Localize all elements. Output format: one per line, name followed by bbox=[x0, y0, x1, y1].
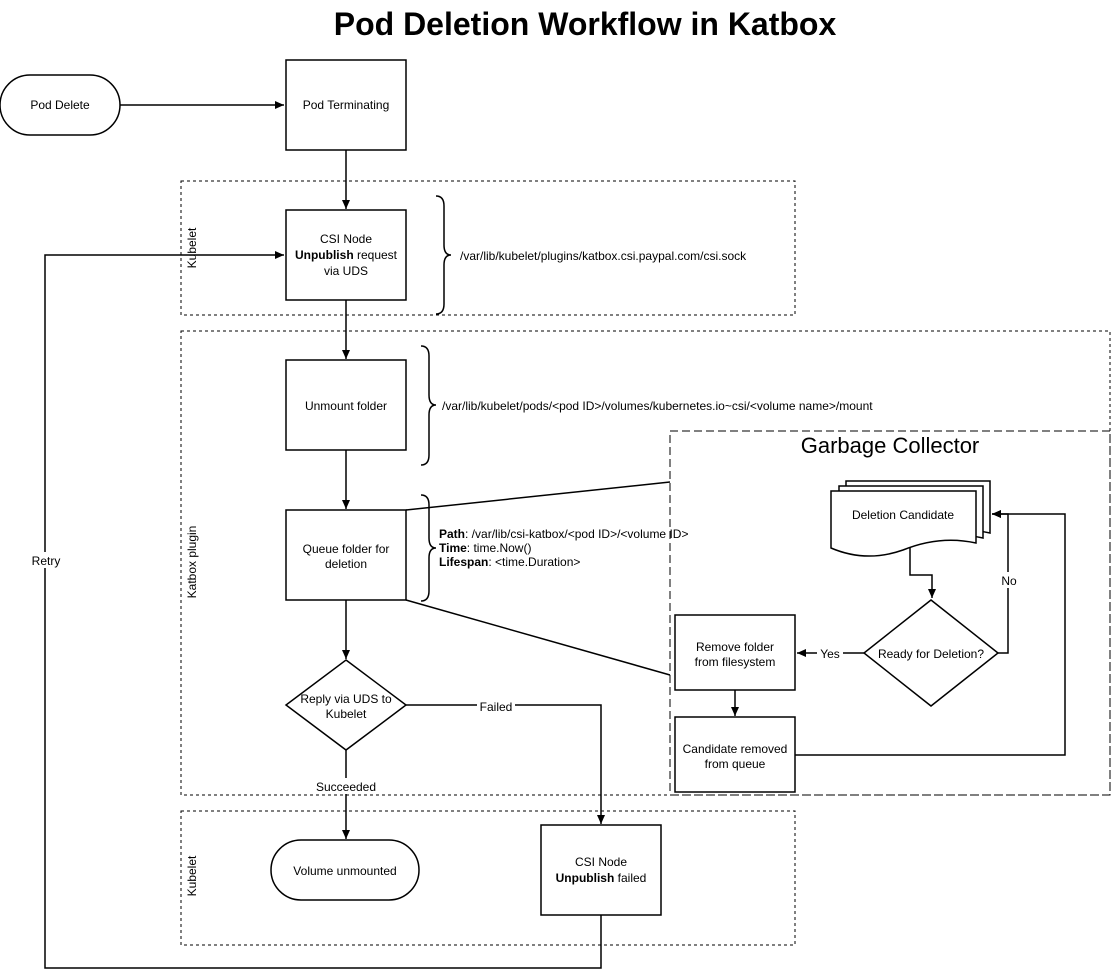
node-volume-unmounted bbox=[270, 839, 420, 901]
edge-reply-failed bbox=[406, 704, 605, 824]
node-remove-folder-line2: from filesystem bbox=[695, 655, 776, 669]
kubelet-bottom-region bbox=[180, 810, 796, 946]
edge-label-retry: Retry bbox=[32, 554, 61, 568]
node-candidate-removed-line1: Candidate removed bbox=[683, 742, 788, 756]
node-csi-unpublish-line1: CSI Node bbox=[320, 232, 372, 246]
node-candidate-removed-line2: from queue bbox=[705, 757, 766, 771]
edge-label-no: No bbox=[1001, 574, 1017, 588]
node-remove-folder bbox=[674, 614, 796, 691]
node-csi-unpublish-line2: Unpublish request bbox=[295, 248, 398, 262]
node-pod-delete bbox=[0, 74, 121, 136]
kubelet-top-region bbox=[180, 180, 796, 316]
node-reply-uds-line1: Reply via UDS to bbox=[300, 692, 392, 706]
node-queue-folder-line1: Queue folder for bbox=[303, 542, 390, 556]
node-remove-folder-line1: Remove folder bbox=[696, 640, 774, 654]
node-reply-uds-line2: Kubelet bbox=[326, 707, 367, 721]
node-unmount-folder bbox=[285, 359, 407, 451]
brace-mount-path bbox=[420, 345, 437, 466]
gc-zoom-line-bottom bbox=[405, 599, 671, 676]
node-reply-uds bbox=[284, 659, 408, 751]
node-queue-folder bbox=[285, 509, 407, 601]
node-pod-terminating bbox=[285, 59, 407, 151]
brace-queue-meta bbox=[420, 494, 437, 602]
edge-candidate-loop bbox=[795, 510, 1066, 756]
kubelet-bottom-label: Kubelet bbox=[185, 855, 199, 896]
node-csi-unpublish-line3: via UDS bbox=[324, 264, 368, 278]
node-volume-unmounted-label: Volume unmounted bbox=[293, 864, 396, 878]
node-csi-unpublish bbox=[285, 209, 407, 301]
kubelet-top-label: Kubelet bbox=[185, 227, 199, 268]
node-deletion-candidate bbox=[830, 480, 991, 557]
garbage-collector-region bbox=[669, 430, 1111, 796]
node-ready-for-deletion-label: Ready for Deletion? bbox=[878, 647, 984, 661]
brace-csi-sock bbox=[435, 195, 452, 315]
edge-label-succeeded: Succeeded bbox=[316, 780, 376, 794]
annotation-csi-sock-path: /var/lib/kubelet/plugins/katbox.csi.payp… bbox=[460, 249, 747, 263]
node-csi-failed-line2: Unpublish failed bbox=[556, 871, 647, 885]
node-deletion-candidate-label: Deletion Candidate bbox=[852, 508, 954, 522]
annotation-queue-lifespan: Lifespan: <time.Duration> bbox=[439, 555, 580, 569]
diagram-title: Pod Deletion Workflow in Katbox bbox=[334, 6, 837, 42]
annotation-queue-path: Path: /var/lib/csi-katbox/<pod ID>/<volu… bbox=[439, 527, 688, 541]
node-queue-folder-line2: deletion bbox=[325, 557, 367, 571]
node-unmount-folder-label: Unmount folder bbox=[305, 399, 387, 413]
edge-label-yes: Yes bbox=[820, 647, 840, 661]
edge-label-failed: Failed bbox=[480, 700, 513, 714]
katbox-plugin-label: Katbox plugin bbox=[185, 526, 199, 599]
annotation-queue-time: Time: time.Now() bbox=[439, 541, 531, 555]
node-csi-failed-line1: CSI Node bbox=[575, 855, 627, 869]
node-ready-for-deletion bbox=[862, 599, 1000, 707]
edge-candidate-ready bbox=[909, 545, 936, 598]
node-pod-terminating-label: Pod Terminating bbox=[303, 98, 390, 112]
node-candidate-removed bbox=[674, 716, 796, 793]
garbage-collector-title: Garbage Collector bbox=[801, 433, 980, 458]
edge-retry-loop bbox=[44, 251, 602, 969]
gc-zoom-line-top bbox=[405, 481, 671, 511]
node-pod-delete-label: Pod Delete bbox=[30, 98, 90, 112]
annotation-mount-path: /var/lib/kubelet/pods/<pod ID>/volumes/k… bbox=[442, 399, 873, 413]
node-csi-failed bbox=[540, 824, 662, 916]
